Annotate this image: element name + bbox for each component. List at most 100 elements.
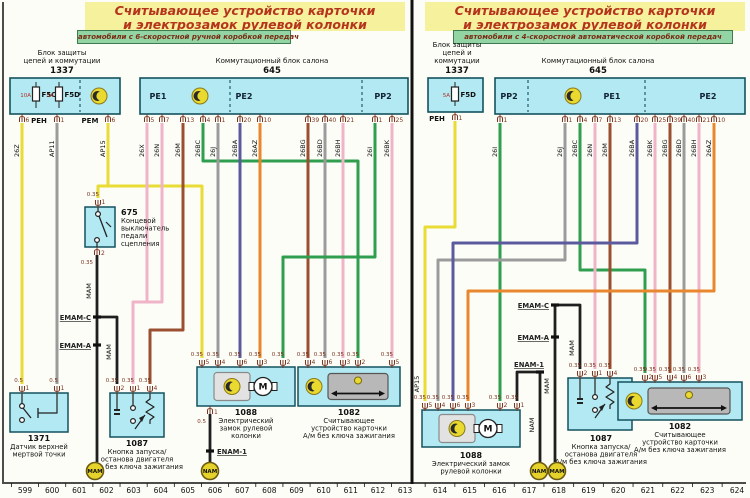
label: 40 [688, 117, 696, 124]
pin-arrow-icon: ψ [18, 113, 25, 126]
pin-arrow-icon: ψ [339, 356, 346, 369]
wire-label-26BD: 26BD [316, 139, 324, 157]
pin-arrow-icon: ψ [53, 113, 60, 126]
pin-arrow-icon: ψ [214, 356, 221, 369]
wire-label-26BA: 26BA [231, 139, 239, 157]
label: 5 [429, 402, 433, 409]
junction-ENAM-1: ENAM-1 [514, 361, 544, 374]
label: Блок защиты [38, 49, 87, 57]
pin-arrow-icon: ψ [304, 113, 311, 126]
label: 0.35 [297, 352, 310, 358]
wire-26I [281, 123, 377, 358]
scale-number: 617 [522, 486, 537, 495]
scale-number: 602 [99, 486, 114, 495]
label: ENAM-1 [514, 361, 544, 369]
label: Электрический замок [432, 460, 510, 468]
pin-arrow-icon: ψ [53, 382, 60, 395]
wire-label-26BK: 26BK [646, 139, 654, 157]
label: останова двигателя [565, 451, 637, 459]
wire-26M [148, 123, 185, 384]
scale-number: 600 [45, 486, 60, 495]
label: 0.35 [634, 367, 647, 373]
label: 645 [589, 66, 607, 76]
scale-number: 599 [18, 486, 33, 495]
wire-label-26BG: 26BG [661, 139, 669, 157]
label: 1 [222, 117, 226, 124]
label: 5 [396, 359, 400, 366]
scale-number: 610 [316, 486, 331, 495]
label: устройство карточки [642, 439, 718, 447]
wire-label-NAM: NAM [528, 418, 536, 433]
label: рулевой колонки [440, 468, 501, 476]
label: 4 [312, 359, 316, 366]
pin-arrow-icon: ψ [304, 356, 311, 369]
label: 1337 [50, 66, 74, 76]
wire-label-AP11: AP11 [48, 140, 56, 157]
label: 21 [703, 117, 711, 124]
wire-label-26N: 26N [153, 144, 161, 157]
right-title-line2: и электрозамок рулевой колонки [463, 16, 707, 32]
label: PP2 [500, 92, 517, 101]
label: 6 [244, 359, 248, 366]
pin-arrow-icon: ψ [561, 113, 568, 126]
wire-26AZ [466, 123, 716, 401]
label: 0.5 [14, 378, 23, 384]
pin-arrow-icon: ψ [214, 113, 221, 126]
label: 0.35 [81, 260, 94, 266]
label: NAM [532, 469, 546, 475]
pin-arrow-icon: ψ [236, 356, 243, 369]
label: цепей и коммутации [24, 57, 101, 65]
pin-arrow-icon: ψ [680, 113, 687, 126]
pin-arrow-icon: ψ [179, 113, 186, 126]
fuse-F5D: 5A F5D [47, 82, 80, 108]
label: 1 [569, 117, 573, 124]
label: 0.35 [207, 352, 220, 358]
pin-arrow-icon: ψ [339, 113, 346, 126]
pin-arrow-icon: ψ [464, 399, 471, 412]
label: PEH [31, 117, 47, 125]
wire-label-26M: 26M [601, 143, 609, 157]
label: А/м без ключа зажигания [555, 458, 647, 466]
label: 3 [703, 374, 707, 381]
wire-label-26BK: 26BK [383, 139, 391, 157]
label: 0.35 [584, 363, 597, 369]
label: 5 [151, 117, 155, 124]
label: PE1 [150, 92, 167, 101]
label: NAM [203, 469, 217, 475]
label: 0.35 [332, 352, 345, 358]
label: 0.35 [644, 367, 657, 373]
pin-arrow-icon: ψ [633, 113, 640, 126]
label: 4 [442, 402, 446, 409]
label: 0.35 [688, 367, 701, 373]
left-title-line2: и электрозамок рулевой колонки [123, 16, 367, 32]
pin-arrow-icon: ψ [606, 113, 613, 126]
label: 1371 [28, 434, 51, 443]
pin-arrow-icon: ψ [146, 382, 153, 395]
label: 5A [47, 93, 54, 99]
label: 6 [688, 374, 692, 381]
label: 0.35 [659, 367, 672, 373]
junction-EMAM-A: EMAM-A [59, 342, 101, 350]
pin-arrow-icon: ψ [606, 367, 613, 380]
label: 13 [614, 117, 622, 124]
label: 0.35 [139, 378, 152, 384]
scale-number: 601 [72, 486, 87, 495]
pin-arrow-icon: ψ [513, 399, 520, 412]
label: сцепления [121, 240, 159, 248]
pin-arrow-icon: ψ [206, 405, 213, 418]
pin-arrow-icon: ψ [666, 371, 673, 384]
label: 1088 [235, 408, 258, 417]
wire-MAM [555, 303, 582, 369]
label: 0.35 [673, 367, 686, 373]
label: 0.35 [87, 192, 100, 198]
label: F5D [65, 91, 81, 99]
pin-arrow-icon: ψ [143, 113, 150, 126]
label: 4 [207, 117, 211, 124]
